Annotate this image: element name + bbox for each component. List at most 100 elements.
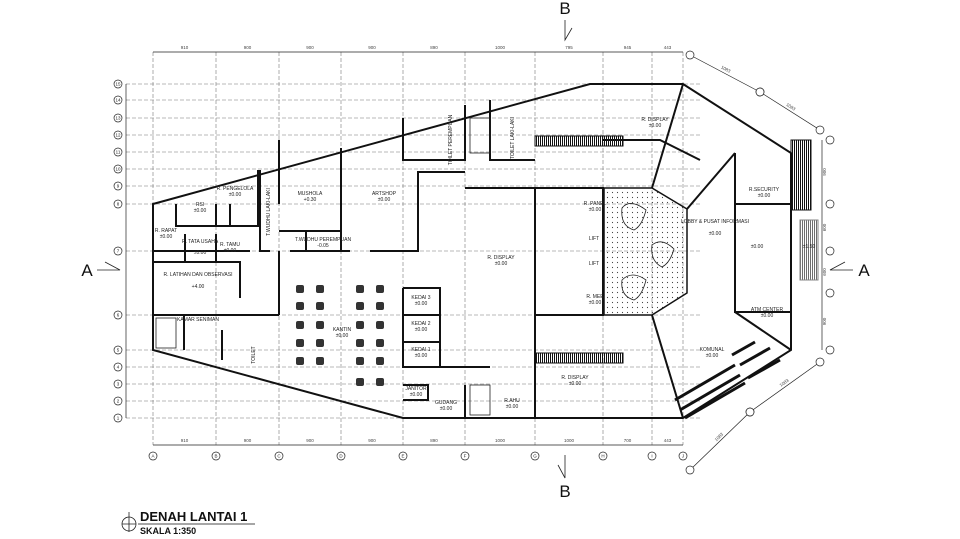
label-wudhu-perempuan: T.WUDHU PEREMPUAN: [295, 237, 352, 243]
grid-row-label: 4: [117, 365, 120, 370]
level-ahu: ±0.00: [506, 404, 519, 410]
section-a-west: A: [81, 261, 93, 280]
kantin-table: [376, 302, 384, 310]
kantin-table: [316, 285, 324, 293]
grid-column-label: J: [682, 454, 684, 459]
level-direksi: ±0.00: [194, 208, 207, 214]
label-tamu: R. TAMU: [220, 242, 240, 248]
level-mee: ±0.00: [589, 300, 602, 306]
label-kedai-2: KEDAI 2: [411, 321, 430, 327]
label-lobby: LOBBY & PUSAT INFORMASI: [681, 219, 749, 225]
grid-row-bubble: [113, 246, 123, 256]
label-gudang: GUDANG: [435, 400, 457, 406]
label-kamar-seniman: KAMAR SENIMAN: [177, 317, 219, 323]
stair-south: [469, 384, 491, 416]
diagonal-dimension: 1083: [720, 65, 732, 74]
label-security: R.SECURITY: [749, 187, 780, 193]
kantin-table: [296, 321, 304, 329]
grid-row-bubble: [113, 362, 123, 372]
section-markers: A A B B: [81, 0, 870, 501]
label-artshop: ARTSHOP: [372, 191, 397, 197]
bottom-dimension: 900: [306, 438, 314, 443]
grid-radial-bubble: [825, 288, 835, 298]
top-dimension: 900: [368, 45, 376, 50]
label-display-center: R. DISPLAY: [487, 255, 515, 261]
label-pengelola: R. PENGELOLA: [217, 186, 254, 192]
kantin-table: [296, 285, 304, 293]
label-toilet-west: TOILET: [251, 346, 257, 363]
kantin-table: [376, 285, 384, 293]
grid-column-bubble: [148, 451, 158, 461]
grid-radial-bubble: [685, 465, 695, 475]
level-wudhu-perempuan: -0.05: [317, 243, 329, 249]
grid-row-bubble: [113, 164, 123, 174]
level-gudang: ±0.00: [440, 406, 453, 412]
label-komunal: KOMUNAL: [700, 347, 725, 353]
level-kedai-3: ±0.00: [415, 301, 428, 307]
level-display-top: ±0.00: [649, 123, 662, 129]
level-tata-usaha: ±0.00: [194, 250, 207, 256]
top-dimension: 1000: [495, 45, 506, 50]
top-dimension: 900: [306, 45, 314, 50]
grid-radial-bubble: [815, 357, 825, 367]
top-dimension: 900: [244, 45, 252, 50]
grid-radial-bubble: [825, 246, 835, 256]
grid-column-bubble: [336, 451, 346, 461]
level-tamu: ±0.00: [224, 248, 237, 254]
level-artshop: ±0.00: [378, 197, 391, 203]
label-latihan: R. LATIHAN DAN OBSERVASI: [164, 272, 233, 278]
kantin-table: [356, 357, 364, 365]
level-janitor: ±0.00: [410, 392, 423, 398]
bottom-dimension: 700: [624, 438, 632, 443]
escalator-south: [534, 352, 624, 364]
grid-column-bubble: [647, 451, 657, 461]
grid-column-label: I: [651, 454, 652, 459]
diagonal-dimension-line: [689, 411, 751, 471]
stair-west: [155, 317, 177, 349]
grid-column-bubble: [598, 451, 608, 461]
grid-row-bubble: [113, 379, 123, 389]
label-tata-usaha: R. TATA USAHA: [182, 239, 219, 245]
label-lift-2: LIFT: [589, 261, 599, 267]
level-panel: ±0.00: [589, 207, 602, 213]
right-dimension: 600: [822, 223, 827, 231]
diagonal-dimension-line: [759, 91, 821, 131]
grid-radial-bubble: [825, 135, 835, 145]
grid-radial-bubble: [825, 345, 835, 355]
grid-row-label: 3: [117, 382, 120, 387]
grid-row-label: 6: [117, 313, 120, 318]
level-display-bottom: ±0.00: [569, 381, 582, 387]
top-dimension: 890: [430, 45, 438, 50]
grid-column-label: A: [151, 454, 154, 459]
grid-row-label: 11: [116, 150, 121, 155]
label-toilet-perempuan: TOILET PEREMPUAN: [448, 114, 454, 165]
level-latihan: +4.00: [192, 284, 205, 290]
kantin-table: [316, 357, 324, 365]
planter-2: [651, 241, 675, 268]
grid-column-bubble: [274, 451, 284, 461]
grid-row-bubble: [113, 95, 123, 105]
section-b-north: B: [559, 0, 570, 18]
grid-row-bubble: [113, 147, 123, 157]
drawing-scale: SKALA 1:350: [140, 526, 196, 536]
kantin-table: [376, 339, 384, 347]
grid-column-bubble: [211, 451, 221, 461]
kantin-table: [356, 302, 364, 310]
grid-column-bubble: [460, 451, 470, 461]
kantin-table: [316, 321, 324, 329]
drawing-title-block: DENAH LANTAI 1 SKALA 1:350: [121, 509, 255, 536]
komunal-benches: [674, 340, 781, 420]
grid-row-bubble: [113, 113, 123, 123]
grid-row-label: 13: [115, 116, 121, 121]
grid-row-label: 8: [117, 202, 120, 207]
kantin-table: [356, 378, 364, 386]
level-kedai-1: ±0.00: [415, 353, 428, 359]
top-dimension: 910: [181, 45, 189, 50]
grid-column-bubble: [530, 451, 540, 461]
grid-column-bubble: [398, 451, 408, 461]
label-panel: R. PANEL: [584, 201, 607, 207]
level-pengelola: ±0.00: [229, 192, 242, 198]
label-ahu: R.AHU: [504, 398, 520, 404]
bottom-dimension: 910: [181, 438, 189, 443]
label-display-top: R. DISPLAY: [641, 117, 669, 123]
